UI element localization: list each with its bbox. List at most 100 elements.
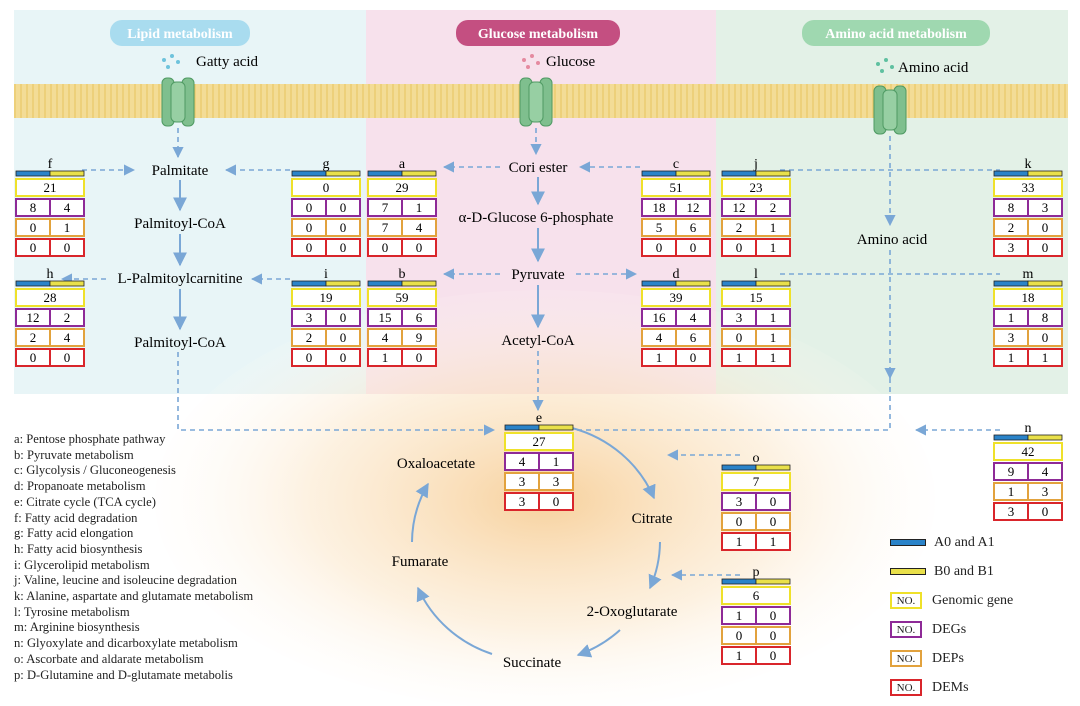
degs-cell (755, 308, 791, 327)
genomic-cell (641, 288, 711, 307)
deps-value: 1 (64, 220, 71, 235)
glucose-title-pill: Glucose metabolism (456, 20, 620, 46)
deps-value: 0 (340, 330, 347, 345)
metabolite-acetyl-coa: Acetyl-CoA (501, 333, 574, 349)
pathway-letter: o (753, 451, 760, 466)
dems-value: 1 (1008, 350, 1015, 365)
genomic-value: 28 (44, 290, 57, 305)
pathway-letter: b (399, 267, 406, 282)
deps-value: 0 (770, 514, 777, 529)
deps-value: 3 (553, 474, 560, 489)
pathway-letter: c (673, 157, 679, 172)
dems-value: 1 (770, 534, 777, 549)
pathway-letter: h (47, 267, 54, 282)
bar-a (721, 280, 757, 287)
pathway-letter: d (673, 267, 680, 282)
abbreviation-item: j: Valine, leucine and isoleucine degrad… (14, 573, 237, 588)
deps-cell (1027, 218, 1063, 237)
fatty-acid-label: Gatty acid (196, 54, 259, 70)
bar-b (401, 170, 437, 177)
dems-value: 1 (770, 350, 777, 365)
legend-dems-label: DEMs (932, 679, 969, 695)
dems-value: 0 (64, 350, 71, 365)
dems-cell (1027, 348, 1063, 367)
bar-a (721, 578, 757, 585)
legend-genomic-label: Genomic gene (932, 592, 1014, 608)
legend-a-swatch (890, 539, 926, 546)
bar-b (1027, 434, 1063, 441)
dems-value: 3 (1008, 504, 1015, 519)
degs-value: 3 (736, 310, 743, 325)
degs-value: 15 (379, 310, 392, 325)
legend-b: B0 and B1 (890, 557, 1013, 586)
abbreviation-item: i: Glycerolipid metabolism (14, 557, 150, 572)
deps-value: 4 (64, 330, 71, 345)
deps-cell (1027, 328, 1063, 347)
genomic-value: 33 (1022, 180, 1035, 195)
bar-a (367, 280, 403, 287)
metabolite-palmitoyl-coa: Palmitoyl-CoA (134, 216, 226, 232)
bar-a (15, 280, 51, 287)
bar-b (675, 280, 711, 287)
dems-cell (1027, 238, 1063, 257)
degs-value: 12 (733, 200, 746, 215)
genomic-value: 23 (750, 180, 763, 195)
degs-value: 8 (1008, 200, 1015, 215)
dems-value: 0 (690, 240, 697, 255)
deps-value: 2 (30, 330, 37, 345)
pathway-letter: l (754, 267, 758, 282)
dems-value: 0 (656, 240, 663, 255)
bar-a (993, 170, 1029, 177)
bar-b (49, 280, 85, 287)
genomic-value: 0 (323, 180, 330, 195)
genomic-cell (721, 288, 791, 307)
abbreviation-item: o: Ascorbate and aldarate metabolism (14, 651, 204, 666)
dems-cell (538, 492, 574, 511)
dems-cell (755, 348, 791, 367)
abbreviation-item: a: Pentose phosphate pathway (14, 432, 166, 446)
dems-value: 1 (736, 648, 743, 663)
lipid-title: Lipid metabolism (127, 27, 233, 42)
pathway-letter: a (399, 157, 406, 172)
lipid-title-pill: Lipid metabolism (110, 20, 250, 46)
deps-value: 4 (656, 330, 663, 345)
legend: A0 and A1 B0 and B1 NO. Genomic gene NO.… (890, 528, 1013, 702)
genomic-cell (291, 178, 361, 197)
genomic-value: 19 (320, 290, 333, 305)
dems-value: 1 (736, 350, 743, 365)
legend-a: A0 and A1 (890, 528, 1013, 557)
deps-value: 4 (416, 220, 423, 235)
bar-b (675, 170, 711, 177)
metabolite-citrate: Citrate (632, 511, 673, 527)
degs-cell (675, 308, 711, 327)
degs-value: 0 (340, 200, 347, 215)
dems-value: 1 (656, 350, 663, 365)
degs-cell (755, 198, 791, 217)
dems-cell (401, 348, 437, 367)
solid-arrows (173, 177, 662, 658)
bar-b (49, 170, 85, 177)
degs-value: 18 (653, 200, 666, 215)
deps-value: 9 (416, 330, 423, 345)
abbreviation-item: b: Pyruvate metabolism (14, 447, 134, 462)
bar-b (755, 464, 791, 471)
metabolite-2-oxoglutarate: 2-Oxoglutarate (587, 604, 678, 620)
deps-value: 3 (1008, 330, 1015, 345)
amino-acid-transporter-icon (873, 58, 907, 135)
legend-degs-label: DEGs (932, 621, 967, 637)
degs-value: 12 (687, 200, 700, 215)
dems-value: 0 (690, 350, 697, 365)
dems-value: 0 (770, 648, 777, 663)
genomic-value: 42 (1022, 444, 1035, 459)
deps-cell (755, 218, 791, 237)
dems-value: 0 (736, 240, 743, 255)
genomic-value: 59 (396, 290, 409, 305)
degs-cell (1027, 462, 1063, 481)
